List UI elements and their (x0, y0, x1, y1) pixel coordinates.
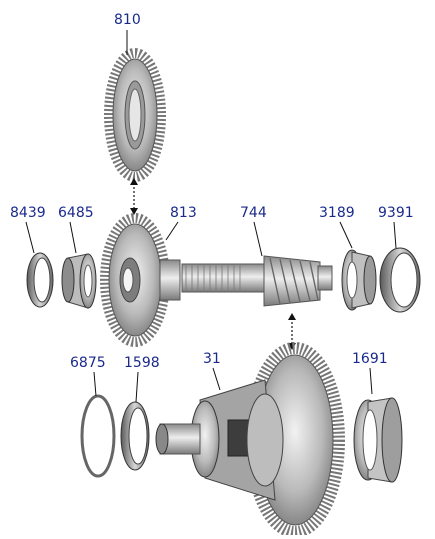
callout-6875: 6875 (70, 355, 106, 371)
callout-9391: 9391 (378, 205, 414, 221)
callout-8439: 8439 (10, 205, 46, 221)
differential-assembly-31 (155, 342, 345, 538)
gear-813 (100, 213, 181, 347)
callout-3189: 3189 (319, 205, 355, 221)
bearing-race-1598 (120, 401, 150, 471)
callout-744: 744 (240, 205, 267, 221)
gear-810 (104, 48, 166, 182)
callout-813: 813 (170, 205, 197, 221)
tapered-bearing-3189 (341, 249, 377, 311)
snap-ring-6875 (80, 394, 116, 478)
callout-31: 31 (203, 351, 221, 367)
callout-810: 810 (114, 12, 141, 28)
callout-1598: 1598 (124, 355, 160, 371)
callout-1691: 1691 (352, 351, 388, 367)
bearing-race-9391 (379, 247, 421, 313)
tapered-bearing-1691 (353, 397, 403, 483)
leader-lines (25, 30, 397, 403)
callout-6485: 6485 (58, 205, 94, 221)
tapered-bearing-6485 (61, 253, 97, 309)
bearing-race-8439 (26, 252, 54, 308)
alignment-arrow-810-813 (130, 178, 138, 215)
pinion-shaft-744 (181, 255, 333, 307)
